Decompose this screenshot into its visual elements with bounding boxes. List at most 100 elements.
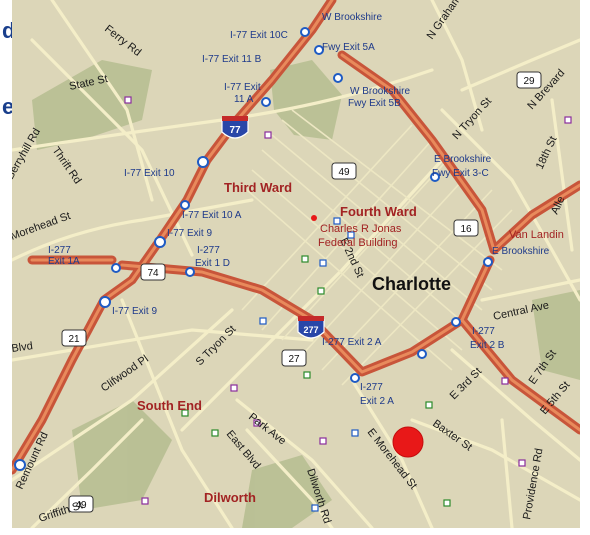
exit-node[interactable]	[261, 97, 271, 107]
shield-us74: 74	[140, 263, 166, 281]
poi-square[interactable]	[425, 401, 433, 409]
exit-node[interactable]	[197, 156, 209, 168]
exit-node[interactable]	[300, 27, 310, 37]
poi-square[interactable]	[259, 317, 267, 325]
exit-label: I-77 Exit	[224, 82, 261, 93]
poi-square[interactable]	[301, 255, 309, 263]
exit-label: I-277	[472, 326, 495, 337]
exit-labels: I-77 Exit 10C I-77 Exit 11 B I-77 Exit 1…	[48, 12, 550, 407]
local-streets	[12, 0, 580, 528]
poi-square[interactable]	[303, 371, 311, 379]
poi-square[interactable]	[443, 499, 451, 507]
street-label: Blvd	[12, 340, 34, 355]
shield-us74-label: 74	[147, 268, 159, 279]
street-map[interactable]: 77 277 29 49 16	[12, 0, 580, 528]
exit-node[interactable]	[14, 459, 26, 471]
poi-square[interactable]	[124, 96, 132, 104]
street-grid-16	[410, 418, 580, 502]
shield-i77: 77	[221, 116, 249, 139]
street-grid-10	[350, 378, 434, 528]
route-shields: 77 277 29 49 16	[61, 71, 542, 513]
exit-node[interactable]	[430, 172, 440, 182]
exit-node[interactable]	[185, 267, 195, 277]
exit-node[interactable]	[154, 236, 166, 248]
exit-label: I-77 Exit 10 A	[182, 210, 242, 221]
poi-square[interactable]	[253, 419, 261, 427]
district-labels: Third Ward Fourth Ward South End Dilwort…	[137, 180, 564, 505]
shield-i77-label: 77	[229, 125, 241, 136]
district-dilworth: Dilworth	[204, 490, 256, 505]
poi-square[interactable]	[347, 231, 355, 239]
district-van-landing: Van Landin	[509, 229, 564, 241]
poi-square[interactable]	[181, 409, 189, 417]
poi-square[interactable]	[211, 429, 219, 437]
exit-label: I-277 Exit 2 A	[322, 337, 382, 348]
shield-nc49-label: 49	[338, 167, 350, 178]
street-grid-15	[450, 348, 580, 462]
poi-square[interactable]	[518, 459, 526, 467]
exit-node[interactable]	[451, 317, 461, 327]
street-grid-5	[12, 328, 314, 362]
shield-nc16: 16	[453, 219, 479, 237]
exit-label: I-277	[197, 245, 220, 256]
exit-label: Exit 2 A	[360, 396, 394, 407]
district-south-end: South End	[137, 398, 202, 413]
park-east	[532, 290, 580, 380]
exit-label: Fwy Exit 3-C	[432, 168, 489, 179]
exit-label: I-77 Exit 10C	[230, 30, 288, 41]
poi-markers	[124, 96, 572, 512]
exit-label: E Brookshire	[492, 246, 550, 257]
exit-node[interactable]	[99, 296, 111, 308]
street-grid-19	[30, 418, 144, 528]
street-grid-9	[245, 428, 334, 528]
poi-square[interactable]	[319, 259, 327, 267]
shield-i277-label: 277	[303, 325, 318, 335]
exit-node[interactable]	[180, 200, 190, 210]
shield-us21-label: 21	[68, 334, 80, 345]
landmark-dot[interactable]	[311, 215, 317, 221]
exit-node[interactable]	[350, 373, 360, 383]
street-grid-11	[460, 38, 580, 92]
exit-label: I-77 Exit 9	[112, 306, 157, 317]
shield-nc49-south-label: 49	[75, 500, 87, 511]
downtown-grid	[241, 109, 513, 386]
landmark-line2: Federal Building	[318, 237, 398, 249]
landmark-label: Charles R Jonas Federal Building	[311, 215, 402, 249]
shield-nc49-south: 49	[68, 495, 94, 513]
exit-label: Exit 1 D	[195, 258, 230, 269]
poi-square[interactable]	[311, 504, 319, 512]
poi-square[interactable]	[333, 217, 341, 225]
exit-label: 11 A	[234, 94, 254, 105]
shield-us29: 29	[516, 71, 542, 89]
poi-square[interactable]	[317, 287, 325, 295]
exit-label: W Brookshire	[350, 86, 410, 97]
exit-label: W Brookshire	[322, 12, 382, 23]
poi-square[interactable]	[230, 384, 238, 392]
poi-square[interactable]	[501, 377, 509, 385]
poi-square[interactable]	[351, 429, 359, 437]
poi-square[interactable]	[264, 131, 272, 139]
street-grid-14	[480, 278, 580, 302]
shield-us29-label: 29	[523, 76, 535, 87]
poi-square[interactable]	[319, 437, 327, 445]
street-grid-2	[50, 0, 154, 202]
street-grid-20	[550, 98, 574, 252]
park-south	[242, 455, 332, 528]
location-marker[interactable]	[392, 426, 424, 458]
parks	[32, 60, 580, 528]
exit-node[interactable]	[333, 73, 343, 83]
poi-square[interactable]	[564, 116, 572, 124]
exit-node[interactable]	[483, 257, 493, 267]
exit-node[interactable]	[314, 45, 324, 55]
poi-square[interactable]	[141, 497, 149, 505]
street-grid-6	[12, 308, 234, 482]
exit-node[interactable]	[111, 263, 121, 273]
exit-label: Exit 1A	[48, 256, 80, 267]
exit-node[interactable]	[417, 349, 427, 359]
street-grid-17	[500, 418, 514, 528]
exit-label: Fwy Exit 5A	[322, 42, 375, 53]
cut-off-heading-letter-2: e	[2, 94, 15, 119]
shield-nc27-label: 27	[288, 354, 300, 365]
shield-nc16-label: 16	[460, 224, 472, 235]
